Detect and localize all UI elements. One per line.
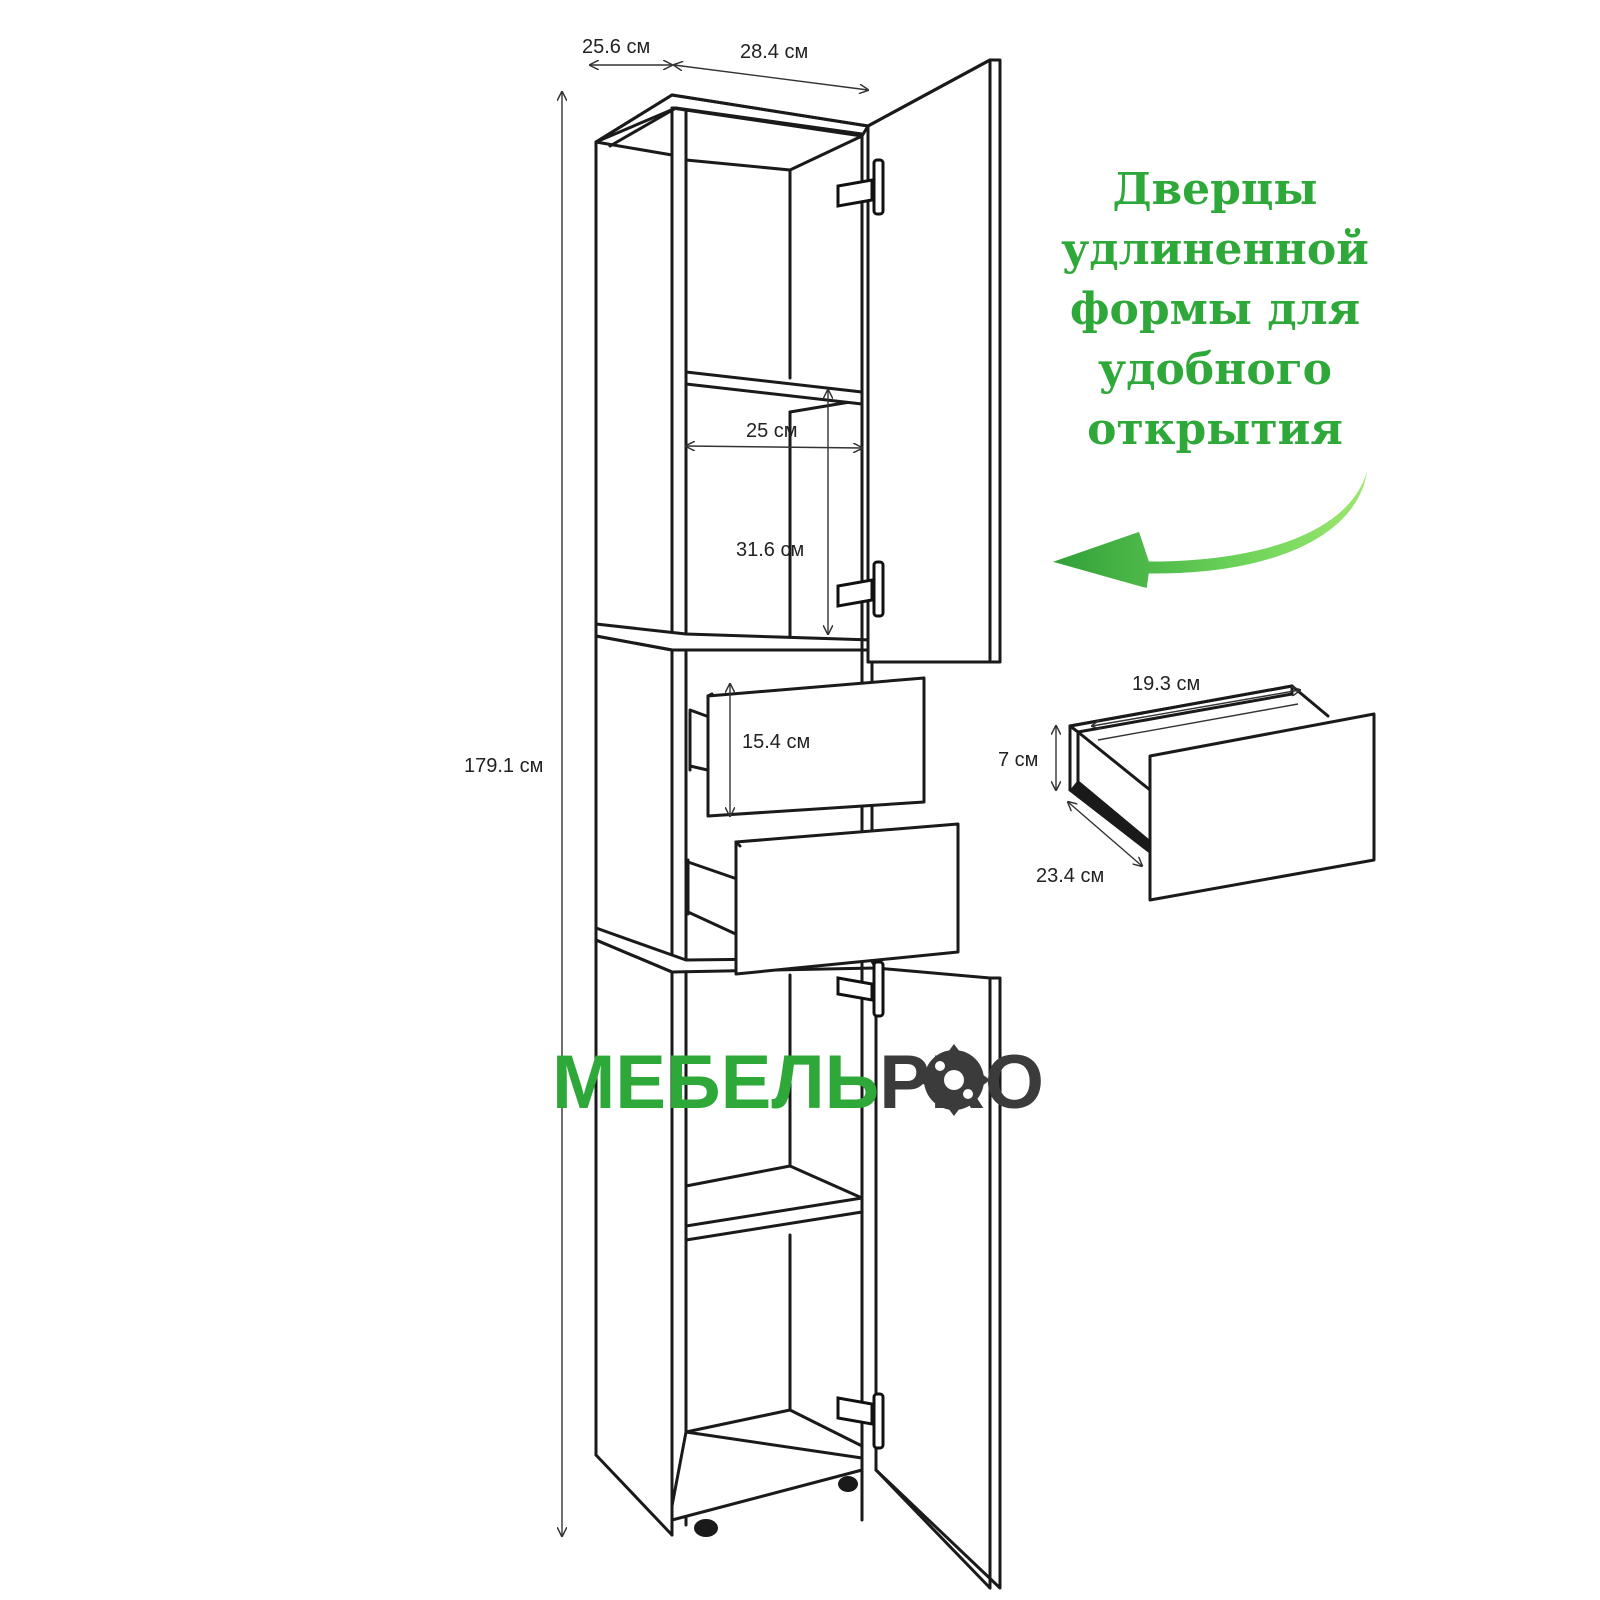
callout-line: открытия xyxy=(1087,404,1343,455)
drawer-detail: 19.3 см 7 см 23.4 см xyxy=(998,673,1376,902)
hinge-icon xyxy=(836,158,885,216)
foot xyxy=(838,1476,858,1492)
hinge-icon xyxy=(836,960,885,1018)
upper-drawer-front xyxy=(706,676,926,818)
middle-divider xyxy=(594,622,874,652)
cabinet-carcass xyxy=(594,93,878,1537)
dim-top-width: 28.4 см xyxy=(740,41,808,63)
hinges xyxy=(836,158,885,1450)
brand-logo: МЕБЕЛЬPRO xyxy=(552,1040,1044,1125)
saw-blade-icon xyxy=(918,1044,990,1116)
doors xyxy=(866,58,1002,1590)
dim-drawer-height: 15.4 см xyxy=(742,731,810,753)
upper-door xyxy=(866,58,1002,664)
dim-drawer-depth: 23.4 см xyxy=(1036,865,1104,887)
dim-shelf-height: 31.6 см xyxy=(736,539,804,561)
hinge-icon xyxy=(836,560,885,618)
dim-drawer-inner-height: 7 см xyxy=(998,749,1038,771)
callout-line: формы для xyxy=(1070,284,1360,335)
drawer-detail-front xyxy=(1148,712,1376,902)
hinge-icon xyxy=(836,1392,885,1450)
foot xyxy=(694,1519,718,1537)
dim-total-height: 179.1 см xyxy=(464,755,543,777)
curved-arrow-icon xyxy=(1042,445,1371,592)
dim-shelf-width: 25 см xyxy=(746,420,798,442)
callout-line: удобного xyxy=(1098,344,1332,395)
lower-drawer-front xyxy=(734,822,960,976)
callout: Дверцы удлиненной формы для удобного отк… xyxy=(1061,164,1369,455)
callout-line: Дверцы xyxy=(1112,164,1317,215)
drawers xyxy=(686,676,960,976)
upper-shelf xyxy=(684,370,864,406)
dim-drawer-width: 19.3 см xyxy=(1132,673,1200,695)
bottom-board xyxy=(670,1408,864,1522)
callout-line: удлиненной xyxy=(1061,224,1369,275)
dim-top-depth: 25.6 см xyxy=(582,36,650,58)
dimension-lines: 25.6 см 28.4 см 179.1 см 25 см 31.6 см 1… xyxy=(464,36,868,1536)
logo-part-green: МЕБЕЛЬ xyxy=(552,1040,879,1125)
